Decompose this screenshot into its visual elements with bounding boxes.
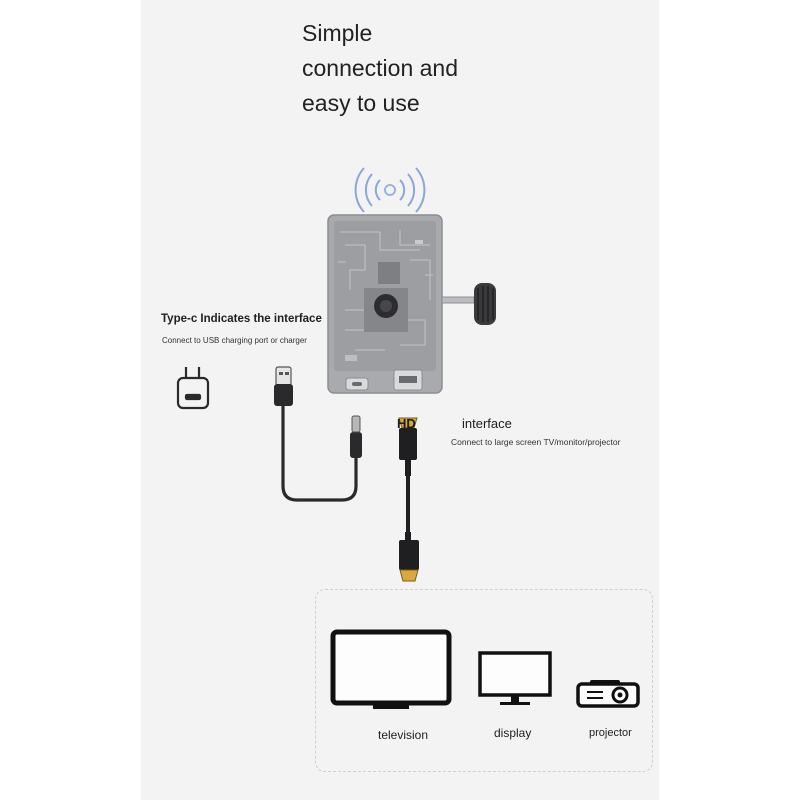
headline: Simple connection and easy to use bbox=[302, 16, 458, 121]
device-label-display: display bbox=[494, 726, 532, 740]
hdmi-interface-word: interface bbox=[462, 416, 512, 431]
hdmi-cable bbox=[398, 417, 419, 582]
device-panel bbox=[315, 589, 653, 772]
device-label-projector: projector bbox=[589, 727, 632, 739]
monitor-icon bbox=[478, 651, 552, 705]
wireless-signal-icon bbox=[354, 167, 426, 213]
headline-line: connection and bbox=[302, 55, 459, 81]
headline-line: Simple bbox=[302, 20, 373, 46]
television-icon bbox=[330, 629, 452, 709]
typec-subtitle: Connect to USB charging port or charger bbox=[162, 336, 307, 345]
projector-icon bbox=[576, 680, 640, 708]
charger-icon bbox=[176, 367, 210, 410]
device-label-television: television bbox=[378, 728, 429, 742]
hdmi-subtitle: Connect to large screen TV/monitor/proje… bbox=[451, 437, 621, 447]
hdmi-title: HD bbox=[397, 416, 416, 431]
headline-line: easy to use bbox=[302, 90, 420, 116]
usb-cable bbox=[274, 366, 362, 502]
typec-title: Type-c Indicates the interface bbox=[161, 313, 322, 325]
adapter-device bbox=[327, 214, 496, 394]
